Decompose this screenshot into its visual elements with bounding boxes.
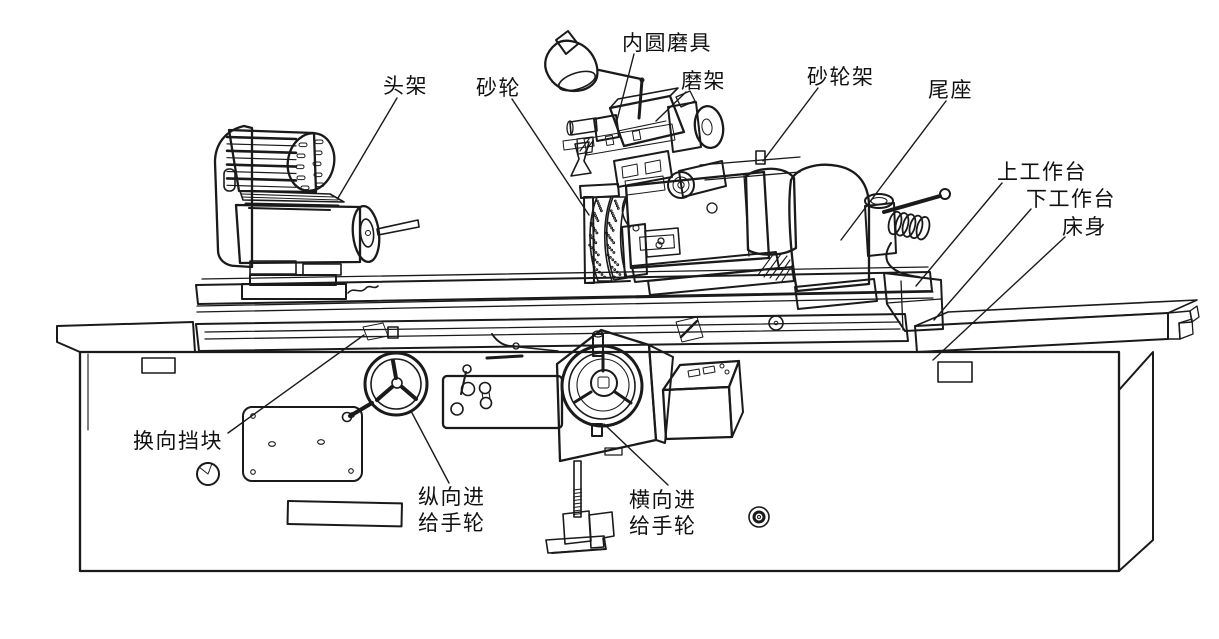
label-bed: 床身	[1062, 215, 1107, 239]
leader-longitudinal-handwheel	[410, 410, 450, 484]
name-plate	[286, 500, 403, 528]
slide-hatching	[757, 251, 794, 282]
spindle-crank	[376, 219, 420, 236]
panel-lever-knob	[462, 364, 472, 374]
cross-handwheel	[560, 330, 644, 437]
tailstock	[744, 163, 951, 310]
bed	[56, 321, 1154, 573]
leader-grinding-frame	[655, 91, 687, 122]
label-tailstock: 尾座	[928, 78, 973, 102]
bed-knob	[196, 462, 220, 486]
label-headstock: 头架	[383, 74, 428, 98]
lamp-post	[637, 78, 644, 120]
lower-worktable-slab	[195, 291, 934, 352]
leader-wheel-head	[762, 87, 819, 162]
wheel-head-pulley	[667, 90, 725, 153]
tailstock-wire	[885, 242, 920, 278]
label-upper-worktable: 上工作台	[997, 160, 1087, 184]
leader-tailstock	[840, 100, 947, 241]
table-end-bracket	[883, 272, 944, 332]
frame-bolt-band	[583, 123, 676, 156]
label-internal-grinder: 内圆磨具	[622, 31, 712, 55]
reversing-dog-left	[362, 322, 399, 341]
leader-cross-handwheel	[603, 423, 669, 486]
bed-dial	[748, 506, 770, 528]
work-lamp	[544, 30, 645, 120]
tailstock-spring	[887, 210, 931, 241]
handwheel-grip	[592, 333, 604, 357]
handwheel-crank	[348, 401, 374, 418]
leader-bed	[932, 236, 1066, 361]
leader-upper-worktable	[915, 182, 1003, 287]
label-wheel-head: 砂轮架	[807, 65, 875, 89]
leader-headstock	[337, 97, 398, 199]
cross-slide-block	[624, 170, 795, 296]
foot-lever	[545, 460, 615, 554]
wheel-stipple	[588, 199, 622, 279]
label-reversing-dog: 换向挡块	[133, 429, 223, 453]
clamp-tag	[570, 141, 592, 177]
label-grinding-wheel: 砂轮	[476, 76, 521, 100]
grinding-wheel	[579, 183, 681, 284]
label-grinding-frame: 磨架	[681, 69, 726, 93]
headstock-cable	[347, 285, 379, 294]
motor-fins	[225, 135, 298, 188]
wheel-head-slide	[699, 150, 801, 181]
control-panel	[441, 364, 564, 430]
label-lower-worktable: 下工作台	[1026, 187, 1116, 211]
grinding-frame	[608, 87, 686, 148]
headstock	[213, 124, 420, 300]
leader-grinding-wheel	[511, 98, 590, 216]
electric-box	[661, 359, 744, 441]
wheel-head-stud	[755, 150, 766, 165]
access-door	[242, 406, 363, 482]
shaft-threads	[573, 488, 582, 515]
internal-grinder	[562, 114, 620, 177]
leader-internal-grinder	[615, 53, 635, 125]
motor-vent-slots	[295, 139, 325, 191]
bed-way-beam	[914, 299, 1200, 353]
tailstock-lever	[882, 194, 942, 214]
leader-reversing-dog	[227, 334, 365, 434]
reversing-dog-right	[675, 316, 704, 343]
lamp-arm	[597, 68, 643, 81]
longitudinal-handwheel	[341, 351, 429, 423]
leader-lower-worktable	[933, 208, 1032, 321]
table-reverse-lever	[485, 333, 559, 360]
label-longitudinal-handwheel: 纵向进给手轮	[418, 485, 486, 535]
label-cross-handwheel: 横向进给手轮	[629, 488, 697, 538]
